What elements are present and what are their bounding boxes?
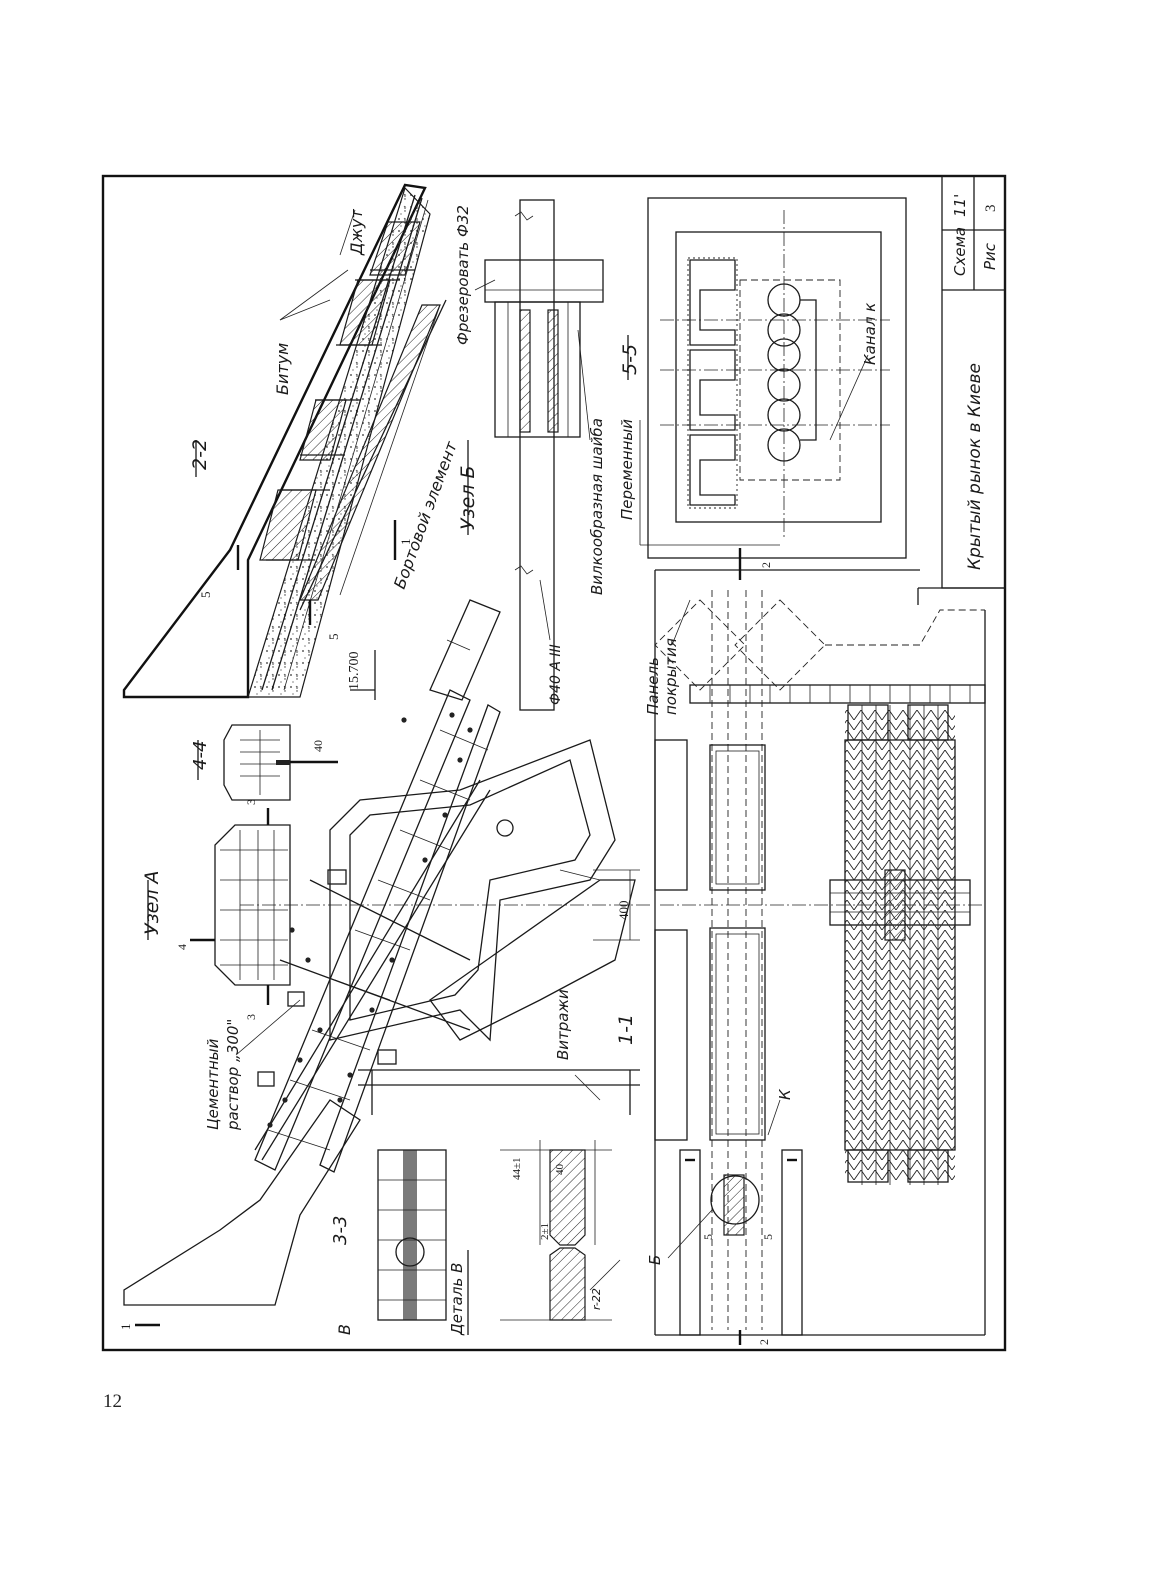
label-fork-washer: Вилкообразная шайба <box>588 418 606 595</box>
label-cover-panel-2: покрытия <box>662 638 680 715</box>
section-3-3-title: 3-3 <box>330 1216 351 1245</box>
stained-glass: Витражи 1-1 <box>358 989 640 1115</box>
cut-3-top: 3 <box>244 799 258 805</box>
cut-2-top: 2 <box>759 562 773 568</box>
dim-40-detail: 40 <box>554 1164 566 1176</box>
figure-value: 3 <box>983 205 999 213</box>
section-1-1-plan: Панель покрытия <box>644 548 986 1345</box>
label-bitumen: Битум <box>273 343 292 395</box>
label-cement-2: раствор „300" <box>224 1019 242 1131</box>
section-1-1-title: 1-1 <box>615 1014 637 1045</box>
label-cement-1: Цементный <box>204 1038 222 1130</box>
label-rebar: Ф40 А III <box>548 644 564 705</box>
cut-4: 4 <box>175 944 189 950</box>
page-number: 12 <box>103 1391 122 1412</box>
label-cover-panel-1: Панель <box>644 657 662 715</box>
label-b: Б <box>646 1255 664 1265</box>
scheme-label: Схема <box>951 227 969 276</box>
section-2-2: 2-2 5 5 1 Джут <box>122 183 461 699</box>
dim-44: 44±1 <box>511 1157 523 1180</box>
section-3-3: 3-3 В <box>330 1149 447 1335</box>
cut-5-anchor-left: 5 <box>701 1234 715 1240</box>
cut-5-anchor-right: 5 <box>761 1234 775 1240</box>
label-jute: Джут <box>347 209 366 256</box>
label-k: К <box>776 1088 794 1100</box>
label-milled: Фрезеровать Ф32 <box>454 205 472 345</box>
detail-v-title: Деталь В <box>448 1263 466 1336</box>
dim-40-top: 40 <box>311 740 325 752</box>
elevation-15700: 15.700 <box>347 652 362 691</box>
cut-2-bottom: 2 <box>757 1339 771 1345</box>
label-variable: Переменный <box>618 419 636 520</box>
label-channel-k: Канал к <box>861 303 879 365</box>
section-2-2-title: 2-2 <box>189 439 211 470</box>
elevation-mark: 15.700 <box>347 650 376 700</box>
label-r22: r-22 <box>590 1288 603 1310</box>
section-5-5: 5-5 Переменный Канал к <box>618 197 907 559</box>
section-4-4-title: 4-4 <box>190 741 211 770</box>
cut-5-right: 5 <box>326 634 341 641</box>
cut-1-bottom: 1 <box>118 1324 133 1331</box>
node-a-title: Узел А <box>141 870 163 935</box>
sheet-frame <box>101 174 1007 1352</box>
sheet-title: Крытый рынок в Киеве <box>965 363 985 570</box>
node-b: Узел Б Фрезеровать Ф32 Вилкообразная шай… <box>454 199 606 711</box>
scheme-value: 11' <box>951 194 969 217</box>
label-v: В <box>335 1324 354 1335</box>
label-edge-element: Бортовой элемент <box>390 438 461 591</box>
node-a: Узел А 3 3 4 <box>118 599 650 1331</box>
dim-400: 400 <box>616 901 631 921</box>
section-5-5-title: 5-5 <box>619 344 641 375</box>
cut-1-top: 1 <box>398 539 413 546</box>
label-stained-glass: Витражи <box>554 989 572 1060</box>
figure-label: Рис <box>981 242 999 270</box>
cut-5-left: 5 <box>198 592 213 599</box>
cut-3-bottom: 3 <box>244 1014 258 1020</box>
detail-v: Деталь В 44±1 40 2±1 r-22 <box>448 1140 621 1336</box>
section-4-4: 4-4 40 <box>190 724 338 801</box>
title-block: Схема 11' Рис 3 Крытый рынок в Киеве <box>917 175 1006 605</box>
dim-2: 2±1 <box>539 1223 551 1240</box>
